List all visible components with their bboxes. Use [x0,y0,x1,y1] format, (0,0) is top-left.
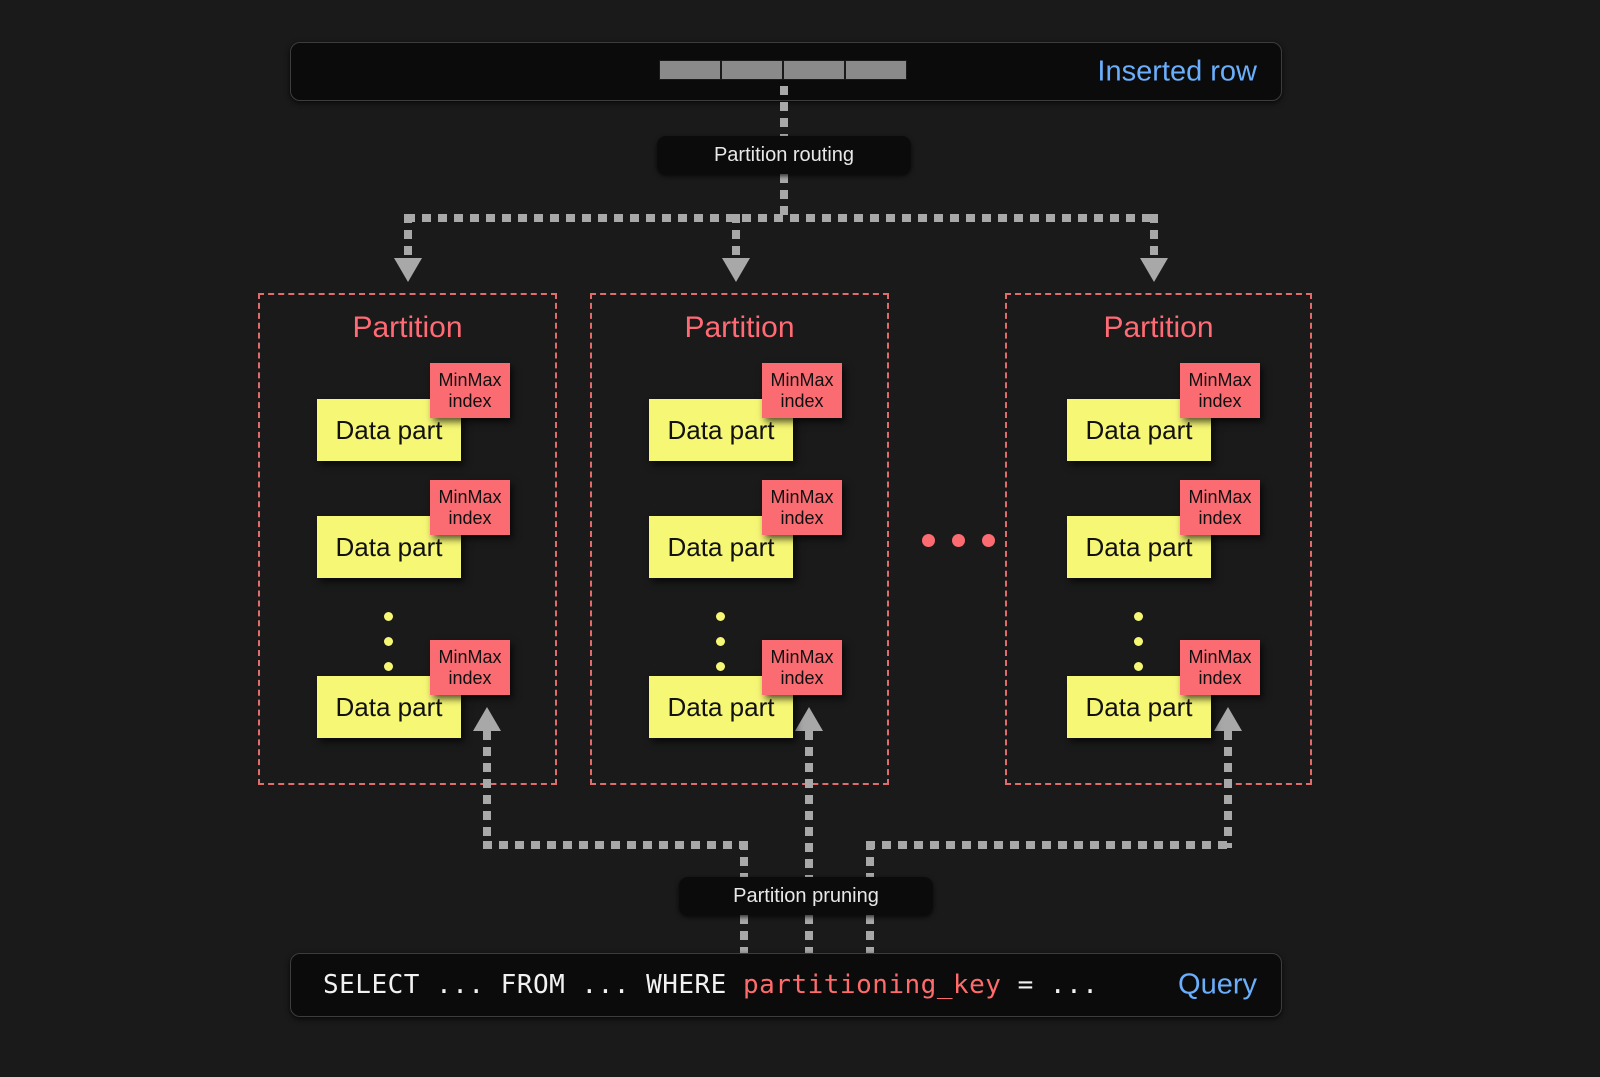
query-bar: SELECT ... FROM ... WHERE partitioning_k… [290,953,1282,1017]
minmax-index-line-1: MinMax [770,369,834,390]
partition-box-1: Partition MinMax index Data part MinMax … [258,293,557,785]
connector-pruning-to-query-2 [805,915,813,953]
minmax-index-line-1: MinMax [438,486,502,507]
partition-title: Partition [1103,311,1214,344]
connector-bus-to-partition-3 [1150,214,1158,262]
minmax-index-label: MinMax index [770,370,833,411]
connector-bus-to-partition-2 [732,214,740,262]
minmax-index-box: MinMax index [430,480,510,535]
partition-box-3: Partition MinMax index Data part MinMax … [1005,293,1312,785]
partition-routing-label: Partition routing [713,143,855,166]
minmax-index-box: MinMax index [1180,640,1260,695]
connector-pruning-to-partition-1-h [483,841,748,849]
connector-pruning-to-query-1 [740,915,748,953]
arrow-into-partition-3-bottom [1214,707,1242,731]
ellipsis-dot [716,637,725,646]
ellipsis-dot [982,534,995,547]
minmax-index-label: MinMax index [438,487,501,528]
ellipsis-dot [922,534,935,547]
connector-fanout-bus [406,214,1158,222]
inserted-row-label: Inserted row [1097,55,1257,87]
minmax-index-box: MinMax index [762,363,842,418]
partition-title: Partition [352,311,463,344]
minmax-index-line-1: MinMax [1188,486,1252,507]
minmax-index-label: MinMax index [770,647,833,688]
arrow-into-partition-3 [1140,258,1168,282]
minmax-index-line-1: MinMax [1188,369,1252,390]
minmax-index-line-2: index [1198,390,1242,411]
partition-routing-chip: Partition routing [657,136,911,174]
minmax-index-label: MinMax index [1188,487,1251,528]
minmax-index-label: MinMax index [1188,370,1251,411]
minmax-index-label: MinMax index [438,647,501,688]
connector-pruning-to-query-3 [866,915,874,953]
ellipsis-dot [1134,662,1143,671]
query-text: SELECT ... FROM ... WHERE partitioning_k… [323,970,1098,1000]
minmax-index-line-1: MinMax [770,486,834,507]
connector-pruning-stub-1 [740,841,748,877]
query-suffix: = ... [1001,970,1099,1000]
minmax-index-line-1: MinMax [1188,646,1252,667]
minmax-index-box: MinMax index [430,640,510,695]
row-cell [845,60,907,80]
data-part-ellipsis [1134,612,1143,687]
minmax-index-label: MinMax index [438,370,501,411]
ellipsis-dot [384,637,393,646]
minmax-index-line-1: MinMax [770,646,834,667]
ellipsis-dot [952,534,965,547]
arrow-into-partition-1-bottom [473,707,501,731]
arrow-into-partition-2 [722,258,750,282]
query-prefix: SELECT ... FROM ... WHERE [323,970,743,1000]
partition-pruning-chip: Partition pruning [679,877,933,915]
minmax-index-box: MinMax index [762,480,842,535]
partitions-ellipsis [922,534,995,547]
query-label: Query [1178,968,1257,1001]
minmax-index-box: MinMax index [430,363,510,418]
ellipsis-dot [384,662,393,671]
minmax-index-line-2: index [780,507,824,528]
minmax-index-line-1: MinMax [438,646,502,667]
data-part-ellipsis [716,612,725,687]
minmax-index-box: MinMax index [1180,363,1260,418]
minmax-index-label: MinMax index [770,487,833,528]
ellipsis-dot [384,612,393,621]
data-part-box: Data part [317,676,461,738]
connector-bus-to-partition-1 [404,214,412,262]
connector-pruning-to-partition-3-h [866,841,1232,849]
minmax-index-line-2: index [1198,507,1242,528]
partition-box-2: Partition MinMax index Data part MinMax … [590,293,889,785]
minmax-index-line-1: MinMax [438,369,502,390]
connector-pruning-to-partition-1-v [483,731,491,848]
connector-pruning-stub-3 [866,841,874,877]
minmax-index-line-2: index [448,390,492,411]
minmax-index-label: MinMax index [1188,647,1251,688]
minmax-index-box: MinMax index [762,640,842,695]
ellipsis-dot [1134,612,1143,621]
minmax-index-line-2: index [1198,667,1242,688]
minmax-index-line-2: index [780,390,824,411]
ellipsis-dot [1134,637,1143,646]
data-part-box: Data part [317,516,461,578]
minmax-index-line-2: index [448,667,492,688]
ellipsis-dot [716,612,725,621]
partition-title: Partition [684,311,795,344]
row-cell [659,60,721,80]
query-partitioning-key: partitioning_key [743,970,1002,1000]
connector-pruning-to-partition-3-v [1224,731,1232,848]
connector-routing-to-bus [780,174,788,218]
connector-pruning-to-partition-2-v [805,731,813,877]
partition-pruning-label: Partition pruning [733,884,879,907]
row-cell [721,60,783,80]
minmax-index-line-2: index [780,667,824,688]
data-part-ellipsis [384,612,393,687]
inserted-row-cells [659,60,907,80]
minmax-index-box: MinMax index [1180,480,1260,535]
connector-row-to-routing [780,86,788,138]
minmax-index-line-2: index [448,507,492,528]
row-cell [783,60,845,80]
ellipsis-dot [716,662,725,671]
arrow-into-partition-2-bottom [795,707,823,731]
arrow-into-partition-1 [394,258,422,282]
